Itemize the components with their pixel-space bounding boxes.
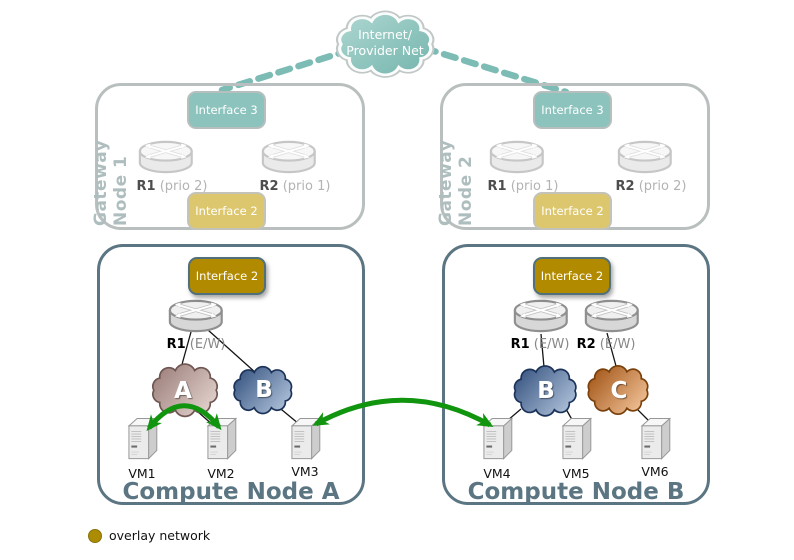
compute-a-router-r1-label: R1 (E/W) [136, 337, 256, 352]
vm3-label: VM3 [291, 464, 319, 479]
cloud-a-letter: A [174, 378, 192, 404]
gw1-r2-note: (prio 1) [282, 179, 331, 194]
internet-cloud-line2: Provider Net [346, 43, 424, 59]
compute-node-a-box [97, 244, 365, 505]
gateway-node-2-label: Gateway Node 2 [436, 139, 476, 226]
vm1-label: VM1 [128, 466, 156, 481]
gw1-interface-2: Interface 2 [187, 192, 266, 230]
cloud-b1-letter: B [255, 377, 273, 403]
gw2-r1-note: (prio 1) [510, 179, 559, 194]
gw1-r2-name: R2 [259, 179, 279, 194]
gateway-node-1-label: Gateway Node 1 [91, 139, 131, 226]
cnb-r2-name: R2 [576, 337, 596, 352]
gw2-r2-note: (prio 2) [638, 179, 687, 194]
gw1-r1-name: R1 [136, 179, 156, 194]
compute-a-interface-2: Interface 2 [188, 257, 266, 295]
vm4-label: VM4 [483, 466, 511, 481]
gw2-router-r1-label: R1 (prio 1) [463, 179, 583, 194]
gw1-router-r1-label: R1 (prio 2) [112, 179, 232, 194]
vm6-label: VM6 [641, 464, 669, 479]
cna-r1-note: (E/W) [189, 337, 226, 352]
internet-cloud-label: Internet/ Provider Net [320, 27, 450, 60]
compute-b-router-r2-label: R2 (E/W) [546, 337, 666, 352]
gw2-router-r2-label: R2 (prio 2) [591, 179, 711, 194]
compute-node-b-box [442, 244, 710, 505]
gw1-router-r2-label: R2 (prio 1) [235, 179, 355, 194]
cnb-r2-note: (E/W) [599, 337, 636, 352]
cloud-b2-letter: B [537, 378, 555, 404]
gw2-interface-2: Interface 2 [533, 192, 612, 230]
compute-node-b-title: Compute Node B [467, 479, 685, 505]
internet-cloud-line1: Internet/ [358, 27, 412, 42]
compute-b-interface-2: Interface 2 [533, 257, 611, 295]
gw2-interface-3: Interface 3 [533, 91, 612, 129]
cloud-c-letter: C [610, 378, 628, 404]
gw1-r1-note: (prio 2) [159, 179, 208, 194]
vm5-label: VM5 [562, 466, 590, 481]
cna-r1-name: R1 [166, 337, 186, 352]
cnb-r1-name: R1 [510, 337, 530, 352]
vm2-label: VM2 [207, 466, 235, 481]
gw2-r1-name: R1 [487, 179, 507, 194]
gw1-interface-3: Interface 3 [187, 91, 266, 129]
legend-label: overlay network [109, 528, 211, 543]
gw2-r2-name: R2 [615, 179, 635, 194]
legend: overlay network [88, 528, 210, 543]
compute-node-a-title: Compute Node A [122, 479, 340, 505]
overlay-network-dot-icon [88, 528, 102, 543]
